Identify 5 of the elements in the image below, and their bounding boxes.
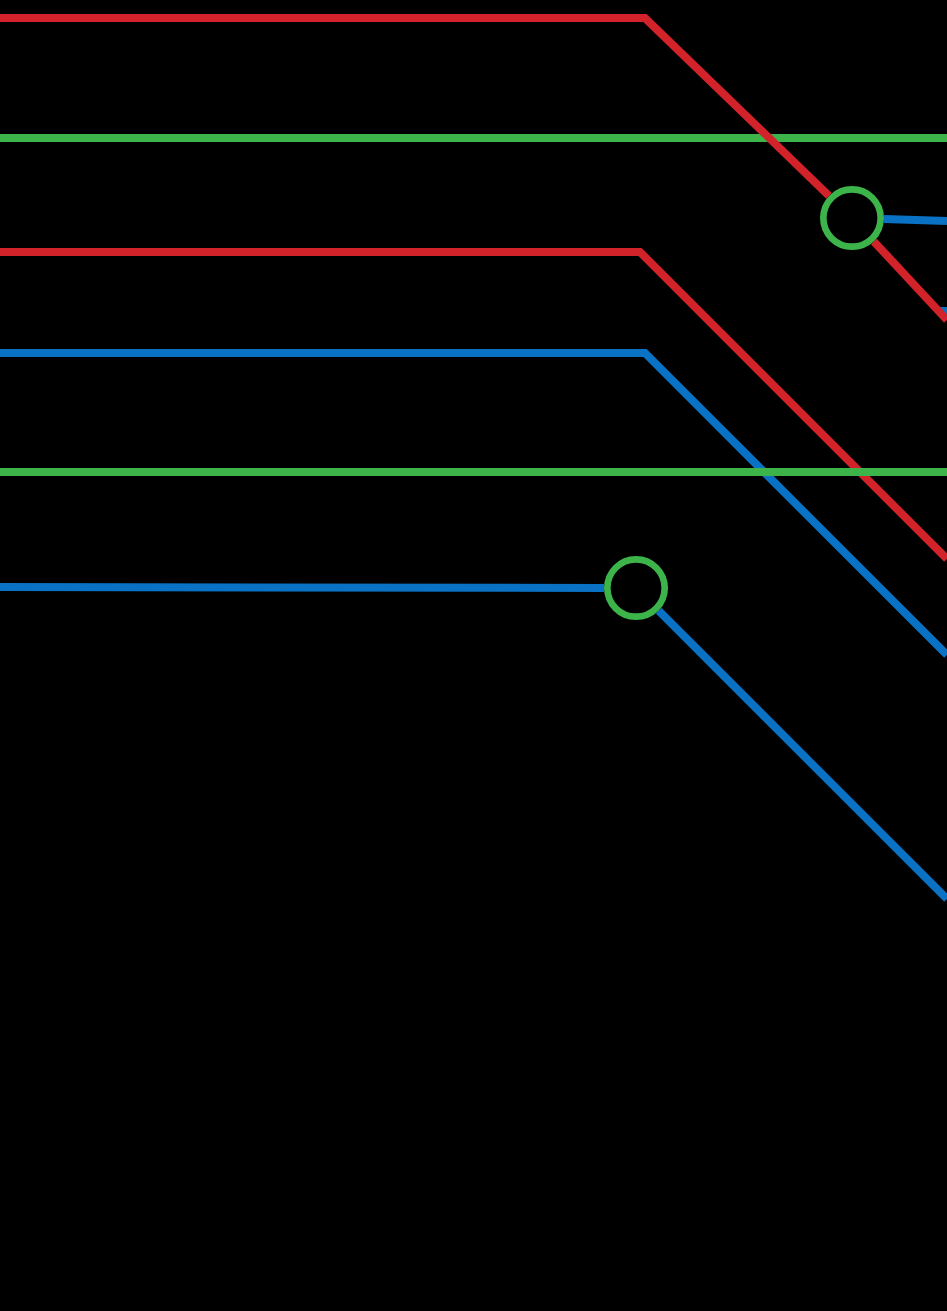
route-line — [0, 14, 832, 199]
route-line — [870, 238, 947, 323]
route-line — [655, 607, 947, 902]
station-circle — [604, 556, 668, 620]
station-circle — [820, 186, 884, 250]
